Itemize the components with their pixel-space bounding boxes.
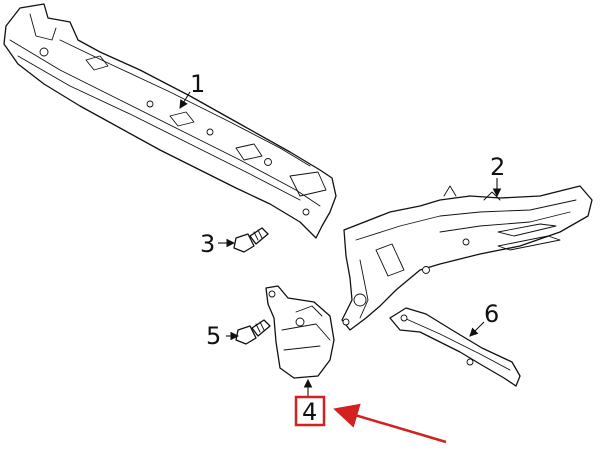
part-6-lower-bracket: [389, 307, 521, 387]
leader-6: [469, 321, 485, 337]
leader-1: [179, 91, 191, 109]
red-pointer-arrow: [333, 403, 447, 444]
part-3-bolt: [233, 227, 269, 253]
callout-4-highlight-box: [294, 395, 326, 427]
part-1-upper-support: [3, 3, 337, 239]
callout-3: 3: [200, 230, 215, 258]
part-4-bracket: [265, 285, 335, 379]
part-2-side-member: [341, 185, 593, 331]
callout-5: 5: [206, 322, 221, 350]
callout-6: 6: [484, 300, 499, 328]
callout-4: 4: [302, 398, 317, 426]
callout-2: 2: [490, 153, 505, 181]
part-5-bolt: [235, 319, 271, 345]
callout-1: 1: [190, 70, 205, 98]
